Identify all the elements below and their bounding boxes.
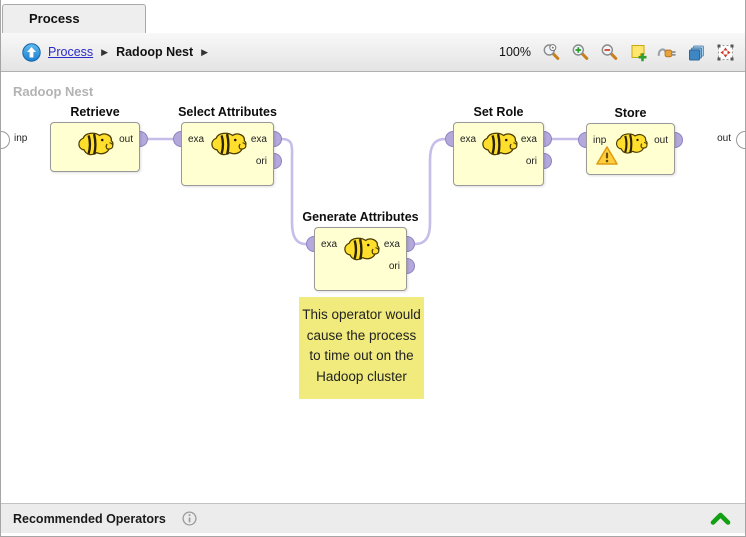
auto-wire-icon: [657, 47, 676, 57]
tab-process-label: Process: [29, 11, 80, 26]
operator-box[interactable]: out: [50, 122, 140, 172]
info-icon[interactable]: [182, 511, 197, 526]
hive-elephant-icon: [479, 130, 519, 164]
breadcrumb-toolbar: Process ▶ Radoop Nest ▶ 100%: [1, 33, 745, 72]
navigate-up-button[interactable]: [22, 42, 41, 62]
zoom-in-icon: [572, 43, 588, 60]
port-label: out: [119, 134, 133, 145]
zoom-out-button[interactable]: [599, 42, 619, 62]
zoom-out-icon: [601, 43, 617, 60]
nest-output-port-label: out: [717, 133, 731, 144]
port-label: ori: [388, 261, 400, 272]
zoom-reset-icon: [543, 43, 559, 60]
tab-process[interactable]: Process: [2, 4, 146, 33]
port-label: exa: [188, 134, 205, 145]
process-note[interactable]: This operator would cause the process to…: [299, 297, 424, 399]
hive-elephant-icon: [75, 130, 115, 164]
breadcrumb-item-radoop-nest[interactable]: Radoop Nest: [116, 45, 194, 59]
process-canvas[interactable]: Radoop Nest inp out Retrieve out: [1, 72, 745, 504]
operator-title: Set Role: [473, 105, 524, 119]
port-label: exa: [460, 134, 477, 145]
connection-wires: [146, 137, 580, 246]
port-label: exa: [383, 239, 400, 250]
zoom-in-button[interactable]: [570, 42, 590, 62]
tab-bar: Process: [1, 0, 745, 33]
operator-set-role[interactable]: Set Role exa exa ori: [445, 105, 552, 186]
operator-title: Generate Attributes: [302, 210, 419, 224]
operator-store[interactable]: Store inp out: [578, 106, 683, 175]
breadcrumb-item-process[interactable]: Process: [48, 45, 94, 59]
wire-select-to-generate[interactable]: [280, 137, 308, 246]
breadcrumb-separator: ▶: [101, 46, 109, 57]
operator-title: Store: [614, 106, 647, 120]
operator-box[interactable]: exa exa ori: [453, 122, 544, 186]
hive-elephant-icon: [341, 235, 381, 269]
hive-elephant-icon: [613, 131, 649, 162]
expand-panel-button[interactable]: [710, 511, 731, 526]
fit-view-icon: [717, 44, 733, 60]
operator-generate-attributes[interactable]: Generate Attributes exa exa ori: [302, 210, 419, 291]
wire-generate-to-setrole[interactable]: [413, 137, 447, 246]
port-label: ori: [525, 156, 537, 167]
zoom-level-label: 100%: [499, 45, 531, 59]
port-label: exa: [520, 134, 537, 145]
add-note-button[interactable]: [628, 42, 648, 62]
warning-icon: [595, 145, 619, 171]
operator-box[interactable]: inp out: [586, 123, 675, 175]
recommended-operators-bar: Recommended Operators: [1, 504, 745, 533]
operator-title: Retrieve: [70, 105, 120, 119]
auto-wire-button[interactable]: [657, 42, 677, 62]
operator-retrieve[interactable]: Retrieve out: [50, 105, 148, 172]
recommended-operators-title: Recommended Operators: [13, 511, 166, 526]
up-arrow-icon: [22, 42, 41, 62]
chevron-up-icon: [710, 512, 731, 525]
port-label: inp: [593, 135, 607, 146]
layers-button[interactable]: [686, 42, 706, 62]
port-label: exa: [321, 239, 338, 250]
port-label: out: [654, 135, 668, 146]
breadcrumb-separator: ▶: [201, 46, 209, 57]
operator-box[interactable]: exa exa ori: [314, 227, 407, 291]
port-label: ori: [255, 156, 267, 167]
hive-elephant-icon: [208, 130, 248, 164]
add-note-icon: [631, 44, 646, 61]
operator-title: Select Attributes: [178, 105, 277, 119]
port-label: exa: [250, 134, 267, 145]
breadcrumb: Process ▶ Radoop Nest ▶: [22, 42, 209, 62]
layers-icon: [688, 45, 704, 60]
fit-view-button[interactable]: [715, 42, 735, 62]
nest-title: Radoop Nest: [13, 84, 94, 99]
operator-box[interactable]: exa exa ori: [181, 122, 274, 186]
zoom-reset-button[interactable]: [541, 42, 561, 62]
nest-input-port-label: inp: [14, 133, 28, 144]
operator-select-attributes[interactable]: Select Attributes exa exa ori: [173, 105, 282, 186]
canvas-toolbar: 100%: [499, 42, 737, 62]
